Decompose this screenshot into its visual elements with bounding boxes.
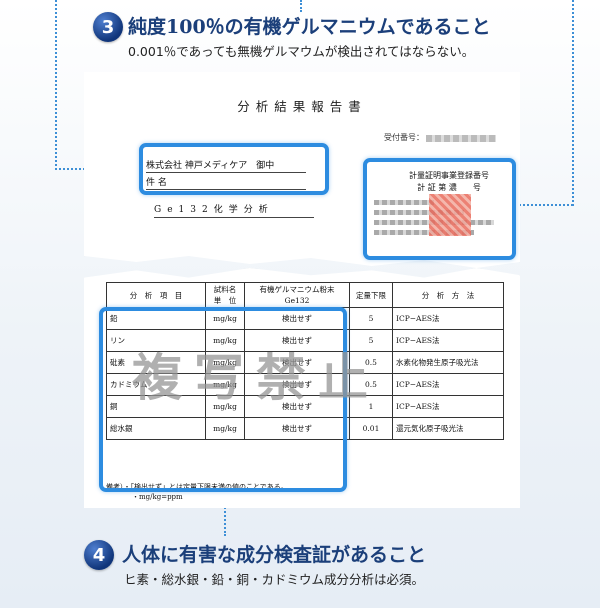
receipt-number-blur: [426, 134, 496, 142]
point-4-heading: 人体に有害な成分検査証があること: [122, 544, 427, 566]
connector-line-right-bottom: [515, 204, 573, 206]
receipt-number: 受付番号：: [384, 132, 496, 143]
connector-line-top: [300, 0, 302, 12]
receipt-label: 受付番号：: [384, 133, 424, 142]
cert-line-2: 計 証 第 濃 号: [417, 183, 481, 192]
connector-line-right: [572, 0, 574, 206]
header-item: 分 析 項 目: [106, 282, 206, 308]
point-3-heading: 純度100％の有機ゲルマニウムであること: [128, 16, 491, 38]
header-limit: 定量下限: [349, 282, 393, 308]
header-sample-unit: 試料名単 位: [205, 282, 245, 308]
client-block: 株式会社 神戸メディケア 御中 件 名: [146, 158, 306, 190]
copy-prohibited-watermark: 複写禁止: [132, 349, 380, 407]
client-name: 株式会社 神戸メディケア 御中: [146, 158, 306, 173]
certification-block: 計量証明事業登録番号 計 証 第 濃 号: [389, 170, 509, 194]
table-note: 備考）・「検出せず」とは定量下限未満の値のことである。 ・mg/kg=ppm: [106, 483, 288, 501]
highlight-certification: [363, 158, 516, 260]
highlight-results: [99, 307, 347, 492]
highlight-client: [139, 143, 329, 195]
item-name-label: 件 名: [146, 175, 306, 190]
connector-line-left: [55, 0, 57, 170]
report-upper-sheet: 分析結果報告書 受付番号： 株式会社 神戸メディケア 御中 件 名 Ge132化…: [84, 72, 520, 268]
header-method: 分 析 方 法: [392, 282, 504, 308]
point-3-subtext: 0.001％であっても無機ゲルマウムが検出されてはならない。: [128, 44, 475, 59]
point-4-badge: 4: [84, 540, 114, 570]
report-title: 分析結果報告書: [237, 99, 367, 114]
point-3-badge: 3: [93, 12, 123, 42]
seal-stamp: [429, 194, 471, 236]
point-4-subtext: ヒ素・総水銀・鉛・銅・カドミウム成分分析は必須。: [124, 572, 425, 587]
connector-line-middle: [224, 488, 226, 536]
cert-line-1: 計量証明事業登録番号: [409, 171, 489, 180]
analysis-name: Ge132化学分析: [154, 202, 314, 218]
